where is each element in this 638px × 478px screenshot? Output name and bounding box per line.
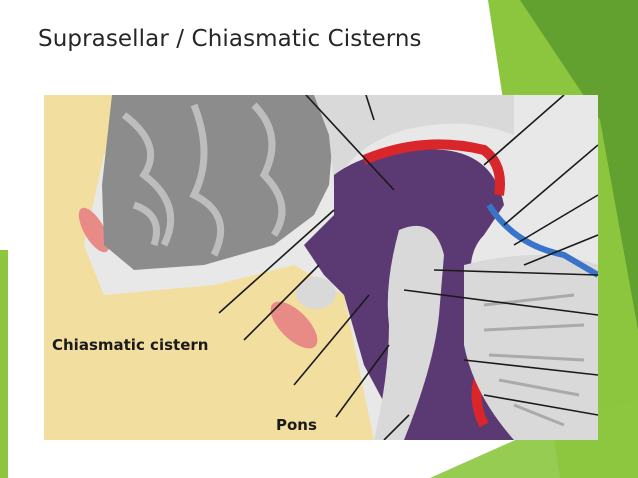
choroid-vessel [362, 139, 505, 196]
pituitary [296, 277, 336, 309]
cerebral-gyri [121, 102, 286, 257]
pointer-line [335, 344, 390, 418]
pointer-line [403, 289, 598, 316]
skull-bone [44, 95, 374, 440]
pointer-line [218, 209, 335, 314]
sinus-red-oval-lower [270, 301, 318, 349]
cerebellum-folia [483, 293, 585, 427]
pointer-line [513, 194, 598, 246]
pointer-line [433, 269, 598, 276]
pointer-line [383, 414, 410, 440]
green-left-sliver [0, 250, 8, 478]
pointer-lines [218, 95, 598, 440]
slide-title: Suprasellar / Chiasmatic Cisterns [38, 26, 422, 52]
sinus-red-oval [78, 207, 110, 253]
corpus-callosum [314, 95, 514, 185]
pointer-line [483, 394, 598, 416]
pointer-line [243, 264, 320, 341]
pointer-line [523, 234, 598, 266]
brain-midsagittal-illustration [44, 95, 598, 440]
pointer-line [293, 294, 370, 386]
brainstem-pons [374, 225, 444, 440]
pointer-line [503, 144, 598, 226]
pointer-line [463, 359, 598, 376]
label-chiasmatic-cistern: Chiasmatic cistern [52, 336, 209, 354]
label-pons: Pons [276, 416, 317, 434]
green-wedge-dark [520, 0, 638, 330]
pointer-line [365, 95, 375, 121]
pointer-line [483, 95, 565, 166]
pointer-line [305, 95, 395, 191]
